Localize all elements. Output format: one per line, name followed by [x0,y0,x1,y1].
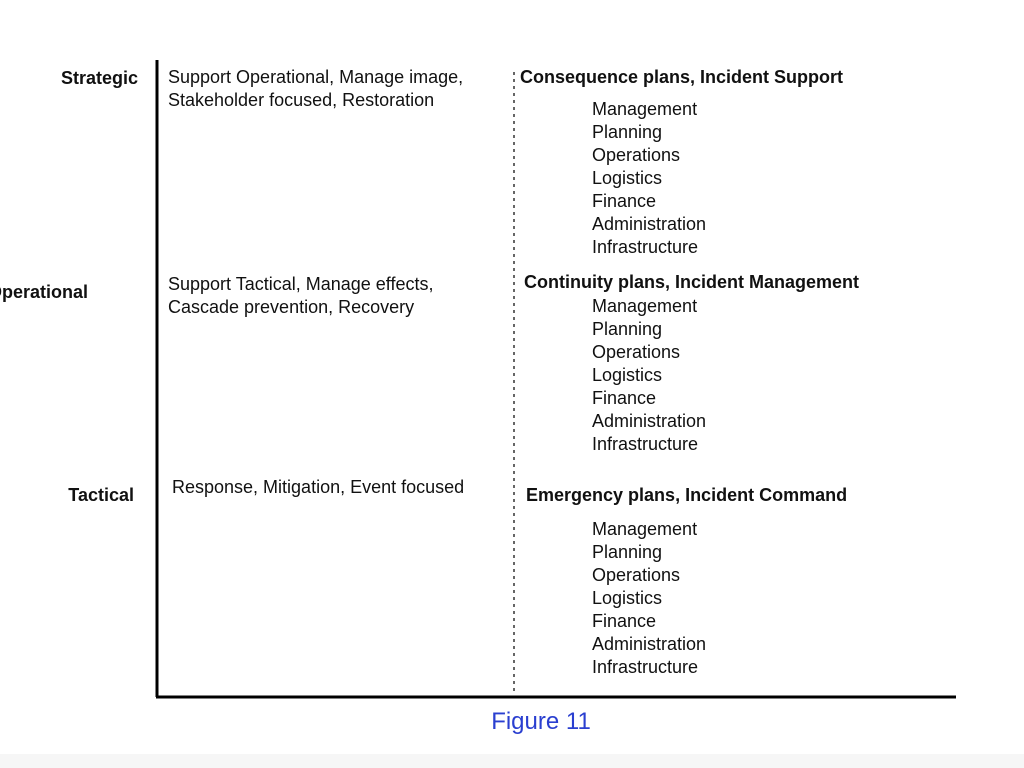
function-item: Infrastructure [592,237,699,257]
description-tactical: Response, Mitigation, Event focused [172,477,465,497]
plan-title-continuity: Continuity plans, Incident Management [524,272,860,292]
function-item: Operations [592,145,681,165]
function-list-consequence: Management Planning Operations Logistics… [592,98,706,259]
function-item: Administration [592,214,707,234]
function-list-continuity: Management Planning Operations Logistics… [592,295,706,456]
function-item: Finance [592,191,657,211]
level-label-operational: Operational [0,282,89,302]
bottom-strip [0,754,1024,768]
function-item: Administration [592,411,707,431]
plan-title-consequence: Consequence plans, Incident Support [520,67,844,87]
description-operational: Support Tactical, Manage effects, Cascad… [168,274,434,317]
description-strategic: Support Operational, Manage image, Stake… [168,67,464,110]
function-item: Finance [592,611,657,631]
level-label-tactical: Tactical [68,485,134,505]
plan-title-emergency: Emergency plans, Incident Command [526,485,848,505]
function-item: Planning [592,319,663,339]
function-item: Planning [592,122,663,142]
figure-caption: Figure 11 [491,708,591,735]
level-label-strategic: Strategic [60,68,138,88]
function-item: Operations [592,342,681,362]
function-item: Finance [592,388,657,408]
function-item: Logistics [592,168,663,188]
function-item: Operations [592,565,681,585]
function-item: Management [592,519,698,539]
function-item: Planning [592,542,663,562]
function-item: Management [592,296,698,316]
function-item: Infrastructure [592,657,699,677]
function-item: Logistics [592,365,663,385]
function-list-emergency: Management Planning Operations Logistics… [592,518,706,679]
function-item: Infrastructure [592,434,699,454]
function-item: Administration [592,634,707,654]
function-item: Logistics [592,588,663,608]
function-item: Management [592,99,698,119]
